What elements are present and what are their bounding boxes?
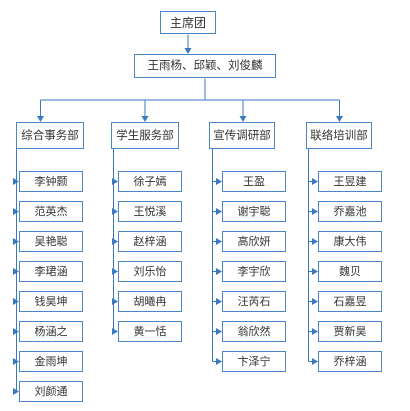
- arrowhead: [141, 116, 149, 122]
- member-node: 刘颜通: [19, 381, 83, 402]
- arrowhead: [112, 298, 118, 305]
- arrowhead: [112, 268, 118, 275]
- member-node: 王悦溪: [118, 201, 182, 222]
- member-node: 王昱建: [318, 171, 382, 192]
- member-node: 吴艳聪: [19, 231, 83, 252]
- member-node: 徐子嫣: [118, 171, 182, 192]
- arrowhead: [13, 178, 19, 185]
- member-node: 刘乐怡: [118, 261, 182, 282]
- arrowhead: [336, 116, 343, 122]
- member-node: 李钟颢: [19, 171, 83, 192]
- arrowhead: [216, 328, 222, 335]
- member-node: 康大伟: [318, 231, 382, 252]
- member-node: 石嘉昱: [318, 291, 382, 312]
- member-node: 赵梓涵: [118, 231, 182, 252]
- dept-node-1: 学生服务部: [111, 122, 179, 149]
- arrowhead: [13, 238, 19, 245]
- member-node: 贾新昊: [318, 321, 382, 342]
- arrowhead: [312, 208, 318, 215]
- arrowhead: [216, 238, 222, 245]
- member-node: 李珺涵: [19, 261, 83, 282]
- arrowhead: [13, 268, 19, 275]
- member-node: 胡曦冉: [118, 291, 182, 312]
- arrowhead: [312, 178, 318, 185]
- member-node: 王盈: [222, 171, 286, 192]
- arrowhead: [216, 268, 222, 275]
- arrowhead: [13, 298, 19, 305]
- leaders-node: 王雨杨、邱颖、刘俊麟: [134, 54, 276, 78]
- arrowhead: [112, 178, 118, 185]
- arrowhead: [312, 328, 318, 335]
- member-node: 高欣妍: [222, 231, 286, 252]
- member-node: 魏贝: [318, 261, 382, 282]
- arrowhead: [216, 178, 222, 185]
- arrowhead: [112, 238, 118, 245]
- member-node: 金雨坤: [19, 351, 83, 372]
- member-node: 李宇欣: [222, 261, 286, 282]
- arrowhead: [216, 298, 222, 305]
- dept-node-0: 综合事务部: [16, 122, 84, 149]
- arrowhead: [312, 238, 318, 245]
- arrowhead: [312, 298, 318, 305]
- arrowhead: [216, 208, 222, 215]
- root-node: 主席团: [160, 11, 216, 34]
- member-node: 乔梓涵: [318, 351, 382, 372]
- member-node: 卞泽宁: [222, 351, 286, 372]
- member-node: 谢宇聪: [222, 201, 286, 222]
- member-node: 范英杰: [19, 201, 83, 222]
- member-node: 杨涵之: [19, 321, 83, 342]
- arrowhead: [112, 328, 118, 335]
- arrowhead: [37, 116, 44, 122]
- dept-node-3: 联络培训部: [306, 122, 372, 149]
- arrowhead: [13, 328, 19, 335]
- member-node: 黄一恬: [118, 321, 182, 342]
- arrowhead: [312, 358, 318, 365]
- member-node: 钱昊坤: [19, 291, 83, 312]
- member-node: 汪芮石: [222, 291, 286, 312]
- arrowhead: [13, 358, 19, 365]
- arrowhead: [216, 358, 222, 365]
- arrowhead: [184, 48, 192, 54]
- arrowhead: [239, 116, 247, 122]
- dept-node-2: 宣传调研部: [209, 122, 275, 149]
- arrowhead: [13, 208, 19, 215]
- arrowhead: [312, 268, 318, 275]
- arrowhead: [112, 208, 118, 215]
- member-node: 翁欣然: [222, 321, 286, 342]
- member-node: 乔嘉池: [318, 201, 382, 222]
- arrowhead: [13, 388, 19, 395]
